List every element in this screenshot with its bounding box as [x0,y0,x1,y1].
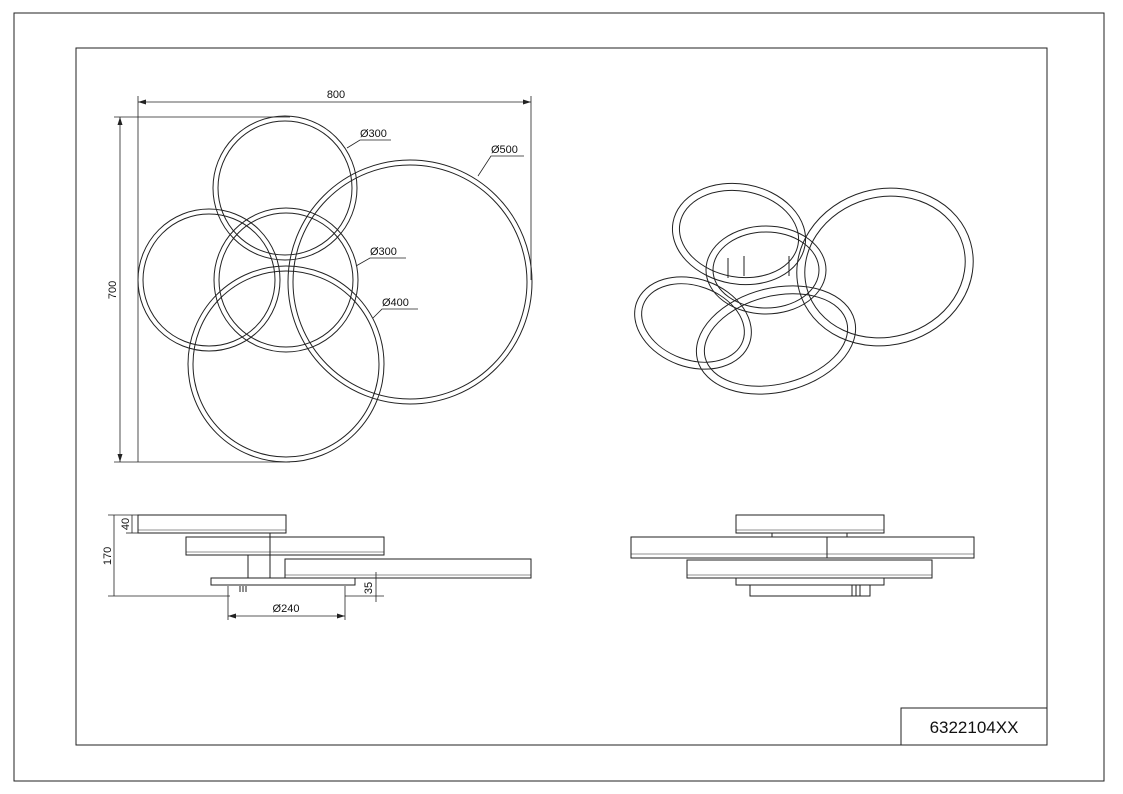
ring-bottom-label: Ø400 [382,297,409,309]
ring-large-label: Ø500 [491,144,518,156]
ring-left-inner [142,213,276,347]
leader-ring-center [355,257,406,267]
title-block: 6322104XX [900,707,1048,746]
ring-center-outer [213,207,359,353]
persp-large-ring-outer [796,187,974,347]
ring-large-outer [287,159,533,405]
perspective-view [634,182,974,395]
outer-frame [13,12,1105,782]
product-code: 6322104XX [930,718,1019,737]
ring-center-inner [218,212,354,348]
height-arrow-top [117,117,123,125]
side-view-dimensioned: 170 40 35 Ø240 [102,514,532,620]
persp-large-ring-inner [804,195,966,339]
persp-center-ring-inner [712,231,820,309]
leader-ring-bottom [372,308,418,319]
ring-height-label: 40 [120,518,132,530]
top-view: 800 700 Ø300 Ø500 Ø300 Ø400 [107,89,533,463]
persp-bottom-ring-outer [695,285,857,395]
side-canopy [210,577,356,586]
ring-top-outer [212,115,358,261]
side-ring-2 [185,536,385,556]
overall-height-label: 170 [102,547,114,565]
ring-left-outer [137,208,281,352]
ring-top-inner [217,120,353,256]
width-arrow-right [523,99,531,105]
width-arrow-left [138,99,146,105]
side-view-front [630,514,975,597]
persp-top-ring-outer [671,182,807,286]
ring-top-label: Ø300 [360,128,387,140]
ring-center-label: Ø300 [370,246,397,258]
persp-center-ring-outer [705,225,827,315]
persp-left-ring-inner [641,283,745,363]
persp-left-ring-outer [634,276,752,370]
height-arrow-bottom [117,454,123,462]
persp-top-ring-inner [678,189,800,279]
side-ring-3 [284,558,532,579]
side-ring-1 [137,514,287,534]
canopy-diameter-label: Ø240 [273,603,300,615]
ring-large-inner [292,164,528,400]
inner-frame [75,47,1048,746]
width-label: 800 [327,89,345,101]
leader-ring-top [346,139,391,149]
persp-bottom-ring-inner [703,293,849,387]
ring-bottom-outer [187,265,385,463]
ring-bottom-inner [192,270,380,458]
canopy-height-label: 35 [363,582,375,594]
height-label: 700 [107,281,119,299]
leader-ring-large [477,155,524,177]
